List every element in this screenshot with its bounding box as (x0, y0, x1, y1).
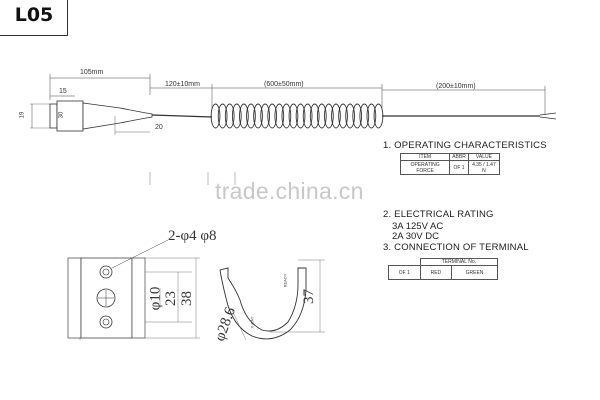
operating-table: ITEM ABBR VALUE OPERATING FORCE OF 1 4.3… (399, 153, 501, 175)
coil-loop (224, 103, 235, 129)
connection-title: 3. CONNECTION OF TERMINAL (383, 242, 529, 253)
coil-loop (316, 103, 327, 129)
bracket-flange-right (131, 257, 146, 339)
strain-relief (82, 102, 153, 130)
model-label: L05 (14, 4, 54, 26)
coil-loop (324, 103, 334, 129)
dim-200: (200±10mm) (436, 83, 476, 90)
coil-loop (246, 103, 256, 129)
coil-loop (231, 103, 242, 129)
connection-table: TERMINAL No. OF 1 RED GREEN (388, 258, 499, 280)
hole-label: 2-φ4 φ8 (168, 228, 217, 244)
wire-end (539, 112, 557, 116)
dim-15: 15 (59, 88, 67, 95)
dim-23: 23 (163, 291, 179, 306)
clip-profile (219, 267, 307, 340)
dim-phi10: φ10 (147, 286, 164, 311)
wire-end (539, 116, 557, 120)
dim-120: 120±10mm (165, 81, 200, 88)
dim-600: (600±50mm) (264, 81, 304, 88)
coil-loop (253, 103, 263, 129)
dim-105: 105mm (80, 69, 104, 76)
cell-red: RED (419, 265, 453, 280)
mount-hole-top-inner (102, 268, 110, 276)
table-row: OPERATING FORCE OF 1 4.35 / 1.47 N (399, 160, 501, 175)
dim-line-phi28 (231, 309, 247, 341)
coil-loop (338, 103, 348, 129)
coil-loop (331, 103, 341, 129)
bracket-flange-left (67, 257, 82, 339)
dim-20: 20 (155, 124, 163, 131)
coil-cord (210, 103, 384, 129)
mark-ready: READY (282, 273, 288, 288)
coil-loop (288, 103, 299, 129)
hole-leader (111, 239, 169, 269)
operating-title: 1. OPERATING CHARACTERISTICS (383, 140, 547, 151)
coil-loop (345, 103, 355, 129)
mark-xray: X-RAY (249, 316, 255, 329)
coil-loop (359, 103, 370, 129)
rating-line-1: 3A 125V AC (392, 221, 444, 232)
coil-loop (239, 103, 249, 129)
coil-loop (281, 103, 292, 129)
watermark: trade.china.cn (215, 178, 364, 204)
coil-loop (295, 103, 306, 129)
table-row: OF 1 RED GREEN (388, 265, 498, 280)
mount-hole-bottom-inner (102, 318, 110, 326)
cell-item: OPERATING FORCE (399, 160, 451, 175)
coil-loop (210, 103, 221, 129)
coil-loop (217, 103, 228, 129)
cell-value: 4.35 / 1.47 N (467, 160, 501, 175)
rating-line-2: 2A 30V DC (392, 231, 439, 242)
dim-37: 37 (301, 289, 317, 304)
electrical-title: 2. ELECTRICAL RATING (383, 209, 494, 220)
model-label-box (0, 0, 68, 36)
coil-loop (274, 103, 285, 129)
cell-green: GREEN (451, 265, 498, 280)
plunger-body (56, 100, 84, 132)
coil-loop (366, 103, 377, 129)
coil-loop (267, 103, 278, 129)
coil-loop (302, 103, 313, 129)
coil-loop (309, 103, 320, 129)
coil-loop (352, 103, 363, 129)
coil-loop (260, 103, 270, 129)
cable-lead (151, 114, 213, 118)
dim-38: 38 (179, 291, 195, 306)
